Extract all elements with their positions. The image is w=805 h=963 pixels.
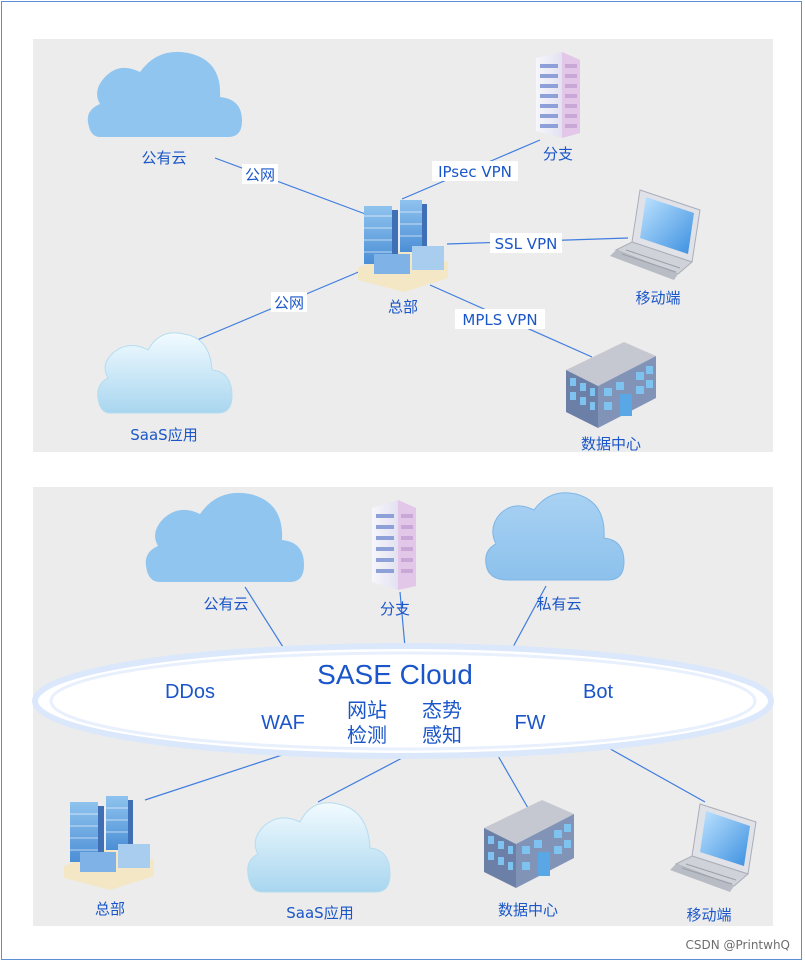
sase-cloud-ring bbox=[32, 643, 774, 759]
sase-web-detect-2: 检测 bbox=[347, 724, 387, 747]
node-label-public-cloud: 公有云 bbox=[141, 149, 186, 167]
node-label-datacenter: 数据中心 bbox=[581, 435, 641, 453]
node-label-saas-2: SaaS应用 bbox=[286, 904, 353, 922]
edge-text-ssl: SSL VPN bbox=[495, 235, 558, 253]
edge-cloud-sase bbox=[244, 586, 284, 648]
headquarters-icon bbox=[64, 796, 154, 890]
node-label-private-cloud: 私有云 bbox=[536, 595, 581, 613]
edge-text-public-net-1: 公网 bbox=[245, 166, 275, 184]
sase-bot: Bot bbox=[583, 681, 613, 703]
laptop-icon bbox=[610, 189, 701, 280]
node-label-hq: 总部 bbox=[388, 298, 418, 316]
edge-label-public-net-1: 公网 bbox=[242, 164, 278, 184]
sase-fw: FW bbox=[514, 712, 545, 734]
edge-dc-sase bbox=[496, 753, 529, 809]
edge-hq-sase bbox=[144, 753, 286, 801]
saas-cloud-icon bbox=[247, 802, 391, 893]
cloud-icon bbox=[145, 492, 304, 582]
edge-text-ipsec: IPsec VPN bbox=[438, 163, 512, 181]
edge-private-sase bbox=[512, 585, 547, 648]
node-label-datacenter-2: 数据中心 bbox=[498, 901, 558, 919]
edge-label-ipsec: IPsec VPN bbox=[432, 161, 518, 181]
sase-ddos: DDos bbox=[165, 681, 215, 703]
office-tower-icon bbox=[372, 500, 416, 590]
sase-waf: WAF bbox=[261, 712, 305, 734]
node-label-branch: 分支 bbox=[543, 145, 573, 163]
headquarters-icon bbox=[358, 200, 448, 292]
node-label-hq-2: 总部 bbox=[95, 900, 125, 918]
sase-situation-2: 感知 bbox=[422, 724, 462, 747]
datacenter-icon bbox=[484, 800, 574, 888]
edge-branch-sase bbox=[399, 591, 406, 648]
node-label-mobile-2: 移动端 bbox=[686, 906, 731, 924]
edge-label-mpls: MPLS VPN bbox=[455, 309, 545, 329]
datacenter-icon bbox=[566, 342, 656, 428]
laptop-icon bbox=[670, 803, 757, 892]
watermark: CSDN @PrintwhQ bbox=[686, 938, 791, 952]
saas-cloud-icon bbox=[97, 332, 233, 414]
edge-text-mpls: MPLS VPN bbox=[462, 311, 537, 329]
edge-label-ssl: SSL VPN bbox=[490, 233, 562, 253]
edge-saas-sase bbox=[317, 756, 405, 803]
node-label-public-cloud-2: 公有云 bbox=[203, 595, 248, 613]
edge-label-public-net-2: 公网 bbox=[271, 292, 307, 312]
edge-mobile-sase bbox=[604, 745, 706, 803]
office-tower-icon bbox=[536, 52, 580, 138]
edge-cloud-hq bbox=[214, 157, 369, 216]
sase-situation-1: 态势 bbox=[422, 699, 462, 722]
private-cloud-icon bbox=[485, 492, 625, 581]
edge-text-public-net-2: 公网 bbox=[274, 294, 304, 312]
sase-title: SASE Cloud bbox=[317, 659, 473, 690]
cloud-icon bbox=[87, 51, 242, 137]
bottom-edges bbox=[144, 585, 706, 809]
node-label-saas: SaaS应用 bbox=[130, 426, 197, 444]
node-label-branch-2: 分支 bbox=[380, 600, 410, 618]
node-label-mobile: 移动端 bbox=[635, 289, 680, 307]
sase-web-detect-1: 网站 bbox=[347, 699, 387, 722]
